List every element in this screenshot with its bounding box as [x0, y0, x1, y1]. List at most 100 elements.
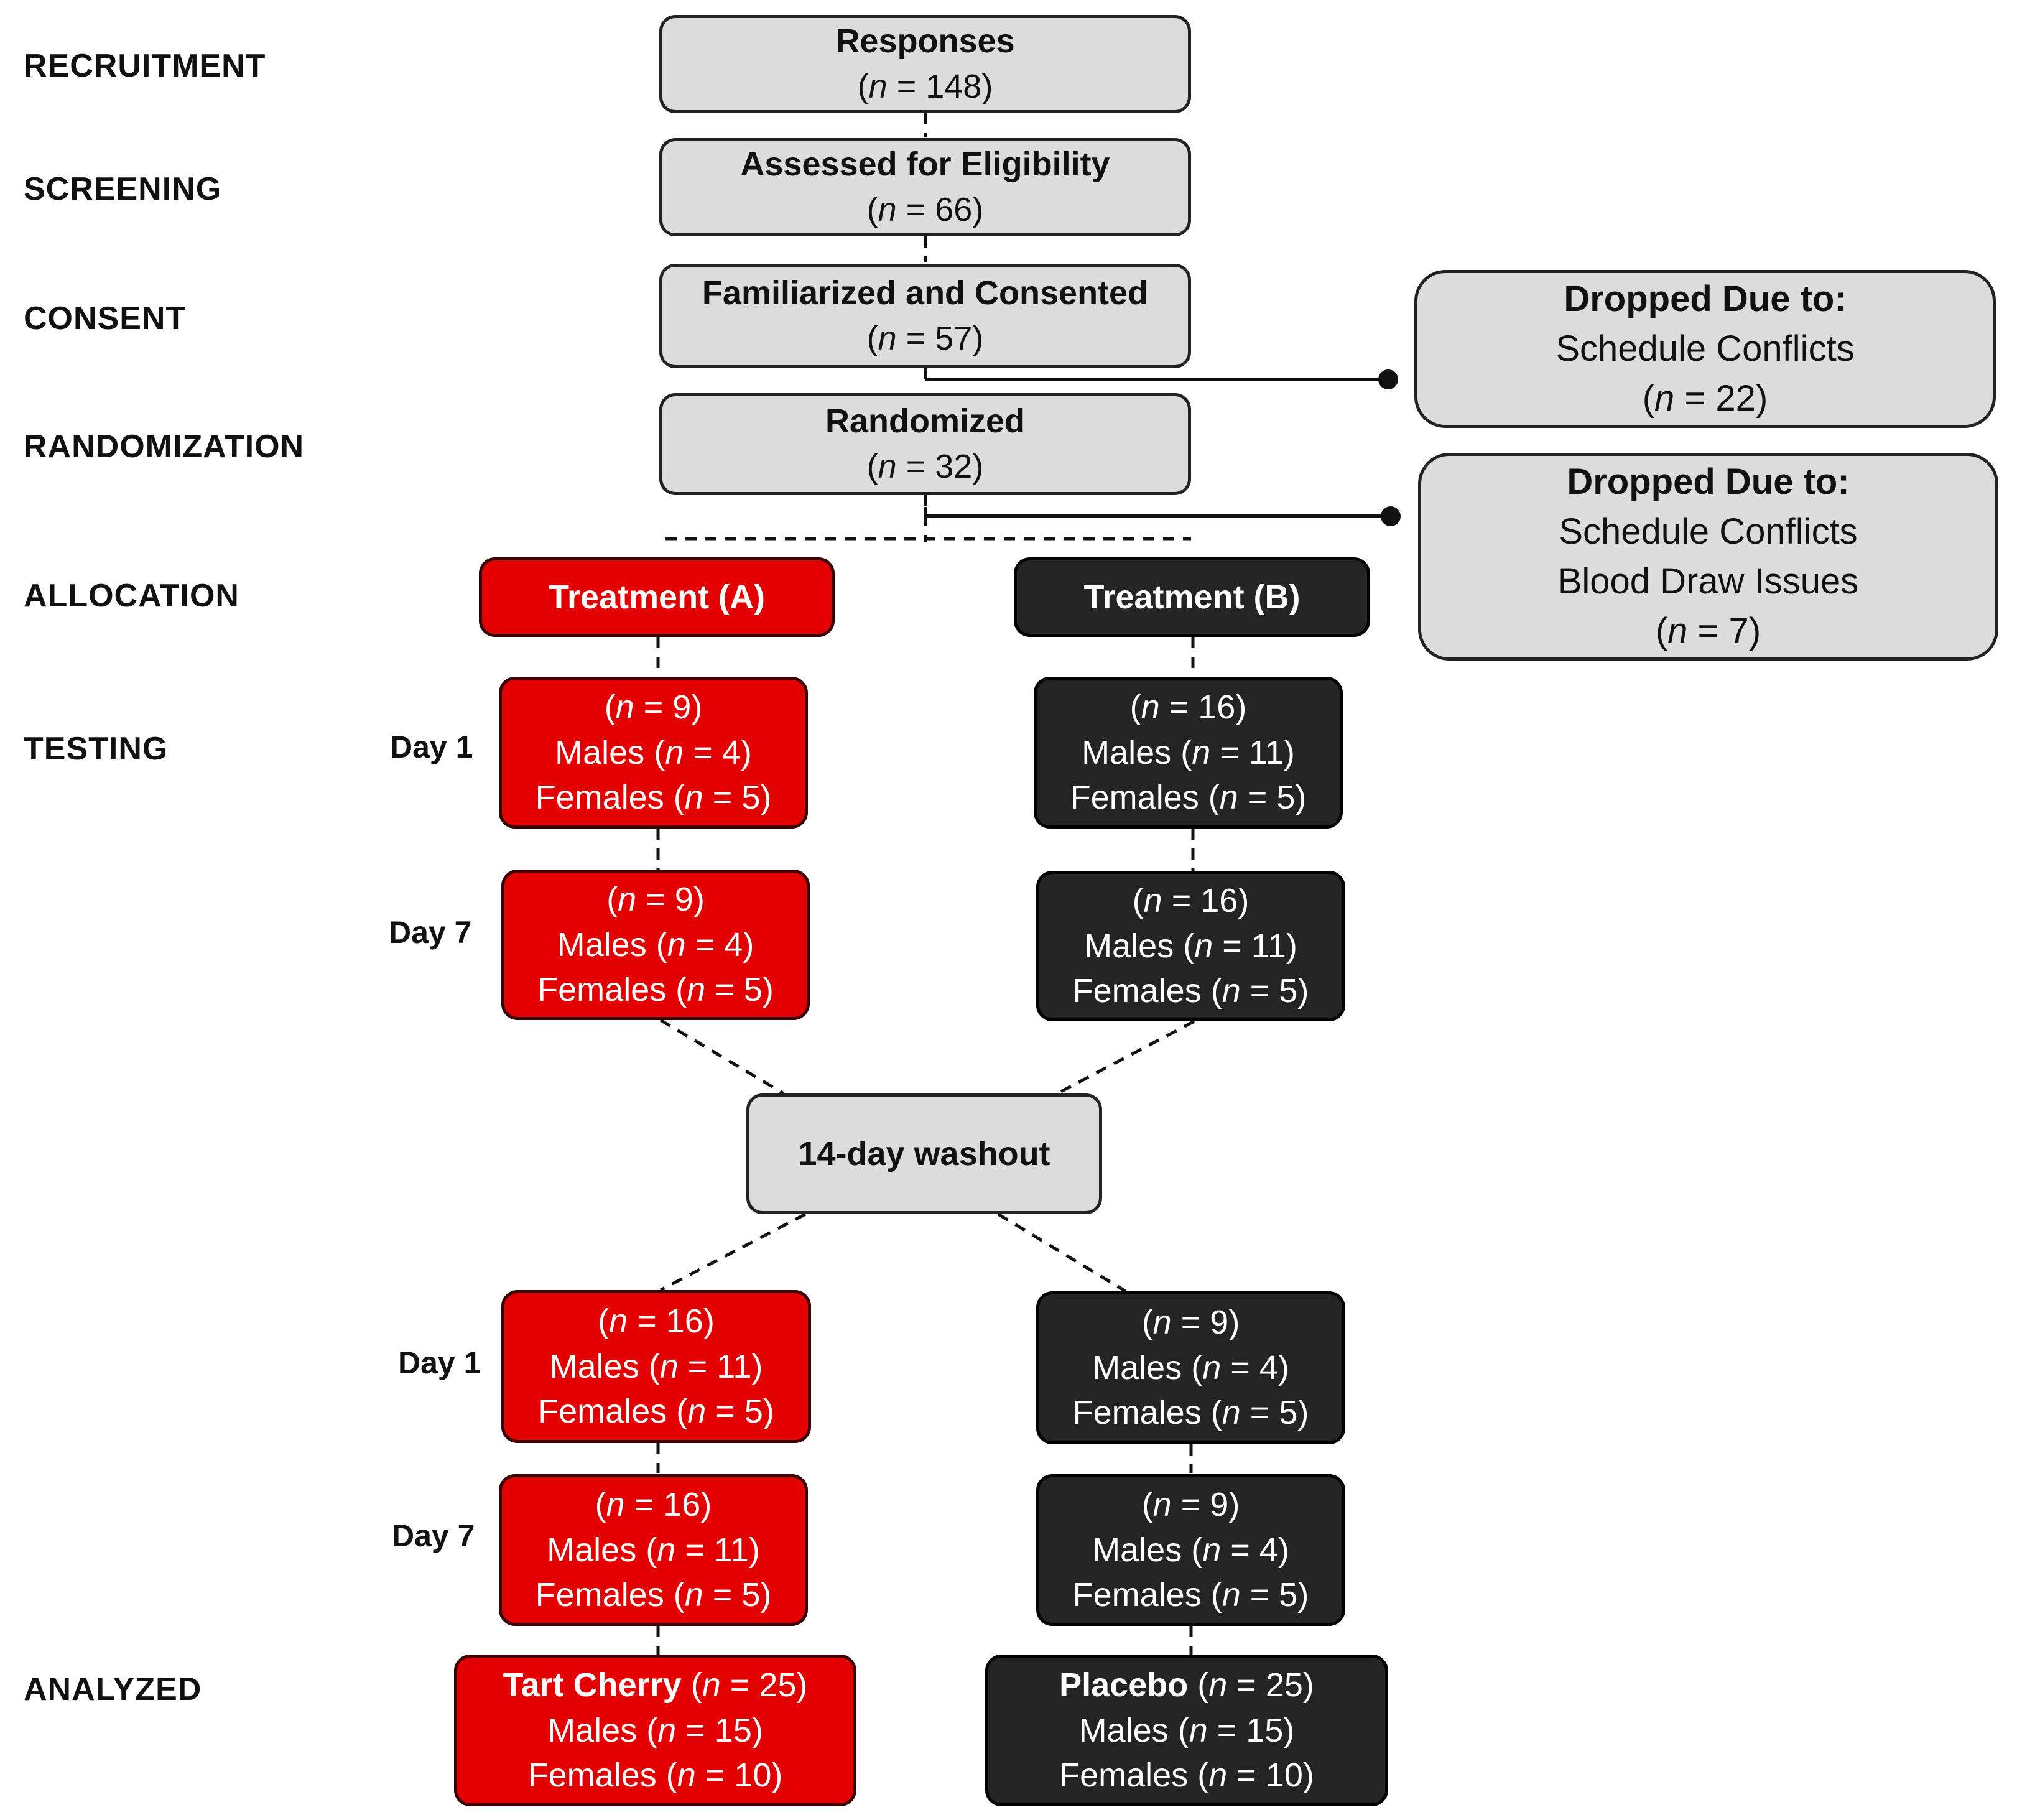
text-value: 5 [1279, 1394, 1298, 1432]
text-value: n [1654, 378, 1675, 419]
analyzed-placebo-box: Placebo (n = 25) Males (n = 15) Females … [985, 1655, 1388, 1806]
text-value: n [1222, 1394, 1241, 1432]
box-count: (n = 7) [1655, 611, 1761, 652]
day-label: Day 1 [390, 730, 473, 764]
text-value: n [667, 926, 686, 963]
text-value: 11 [713, 1531, 749, 1569]
text-value: 9 [672, 688, 692, 726]
text-value: 15 [1246, 1711, 1284, 1749]
responses-box: Responses (n = 148) [659, 15, 1191, 113]
stage-screening: SCREENING [24, 171, 222, 207]
text-value: Males [1078, 1711, 1169, 1749]
box-line: Males (n = 4) [555, 733, 752, 771]
box-line: Males (n = 15) [547, 1711, 763, 1749]
text-value: 32 [935, 448, 973, 485]
box-line: Females (n = 10) [527, 1757, 783, 1794]
text-value: n [878, 320, 897, 357]
box-count: (n = 148) [857, 68, 993, 105]
box-title: Assessed for Eligibility [740, 146, 1110, 183]
box-line: Females (n = 5) [1072, 972, 1309, 1010]
text-value: Males [1092, 1531, 1182, 1569]
box-title: Dropped Due to: [1564, 278, 1847, 319]
box-line: Females (n = 10) [1059, 1757, 1314, 1794]
box-line: Placebo (n = 25) [1059, 1666, 1314, 1704]
testing-a-day1-period1: (n = 9) Males (n = 4) Females (n = 5) [499, 677, 808, 829]
text-value: Females [1070, 779, 1199, 817]
box-title: Responses [835, 22, 1015, 60]
text-value: 22 [1715, 378, 1756, 419]
consented-box: Familiarized and Consented (n = 57) [659, 264, 1191, 368]
box-line: Males (n = 4) [557, 926, 754, 963]
text-value: n [878, 191, 897, 228]
text-value: Males [555, 733, 645, 771]
box-line: Males (n = 11) [549, 1347, 763, 1385]
text-value: n [657, 1531, 676, 1569]
box-line: Females (n = 5) [535, 1576, 772, 1614]
drop-reason: Schedule Conflicts [1559, 511, 1858, 552]
text-value: 5 [741, 779, 761, 817]
text-value: Females [1072, 972, 1202, 1010]
stage-testing: TESTING [24, 731, 169, 767]
text-value: n [868, 68, 888, 105]
text-value: 11 [1248, 733, 1284, 771]
box-title: Familiarized and Consented [702, 274, 1149, 312]
text-value: 5 [1279, 1576, 1298, 1614]
box-title: Randomized [825, 402, 1026, 440]
box-line: (n = 16) [1129, 688, 1247, 726]
text-value: n [1143, 881, 1162, 919]
box-line: (n = 9) [1141, 1303, 1240, 1341]
text-value: 5 [744, 1393, 763, 1431]
tart-cherry-label: Tart Cherry [503, 1666, 682, 1704]
text-value: n [1208, 1666, 1228, 1704]
text-value: 66 [935, 191, 973, 228]
text-value: 148 [925, 68, 982, 105]
text-value: n [687, 1393, 707, 1431]
text-value: Females [535, 779, 664, 817]
text-value: n [1152, 1485, 1172, 1523]
box-line: Tart Cherry (n = 25) [503, 1666, 808, 1704]
stage-analyzed: ANALYZED [24, 1671, 202, 1707]
text-value: 9 [1210, 1303, 1229, 1341]
text-value: 16 [665, 1302, 703, 1340]
text-value: 11 [716, 1347, 752, 1385]
box-line: (n = 16) [598, 1302, 715, 1340]
text-value: n [1208, 1757, 1228, 1794]
text-value: n [1222, 1576, 1241, 1614]
washout-box: 14-day washout [746, 1093, 1102, 1214]
text-value: n [687, 971, 706, 1009]
text-value: n [1219, 779, 1238, 817]
text-value: 5 [741, 1576, 761, 1614]
testing-b-day1-period2: (n = 9) Males (n = 4) Females (n = 5) [1036, 1291, 1345, 1444]
text-value: Females [535, 1576, 664, 1614]
testing-a-day1-period2: (n = 16) Males (n = 11) Females (n = 5) [501, 1290, 811, 1443]
text-value: 5 [743, 971, 763, 1009]
box-line: Males (n = 4) [1092, 1349, 1289, 1386]
day-label: Day 1 [398, 1345, 481, 1380]
text-value: n [1202, 1531, 1222, 1569]
box-count: (n = 66) [866, 191, 984, 228]
text-value: Females [1072, 1394, 1202, 1432]
testing-a-day7-period1: (n = 9) Males (n = 4) Females (n = 5) [501, 870, 810, 1020]
text-value: n [878, 448, 897, 485]
day-label: Day 7 [392, 1518, 475, 1553]
text-value: n [684, 779, 703, 817]
text-value: n [659, 1347, 679, 1385]
text-value: 57 [935, 320, 973, 357]
randomized-box: Randomized (n = 32) [659, 393, 1191, 495]
washout-label: 14-day washout [798, 1135, 1050, 1172]
box-line: Females (n = 5) [537, 971, 774, 1009]
box-count: (n = 57) [866, 320, 984, 357]
drop-reason: Schedule Conflicts [1556, 328, 1855, 369]
box-line: (n = 9) [604, 688, 703, 726]
stage-randomization: RANDOMIZATION [24, 429, 305, 465]
box-line: Females (n = 5) [535, 779, 772, 817]
text-value: 25 [759, 1666, 797, 1704]
box-line: (n = 16) [1132, 881, 1250, 919]
dropped-box-2: Dropped Due to: Schedule Conflicts Blood… [1418, 453, 1998, 661]
text-value: Females [538, 1393, 667, 1431]
testing-b-day7-period1: (n = 16) Males (n = 11) Females (n = 5) [1036, 871, 1345, 1021]
text-value: n [615, 688, 634, 726]
text-value: 4 [1259, 1531, 1278, 1569]
testing-b-day1-period1: (n = 16) Males (n = 11) Females (n = 5) [1034, 677, 1343, 829]
